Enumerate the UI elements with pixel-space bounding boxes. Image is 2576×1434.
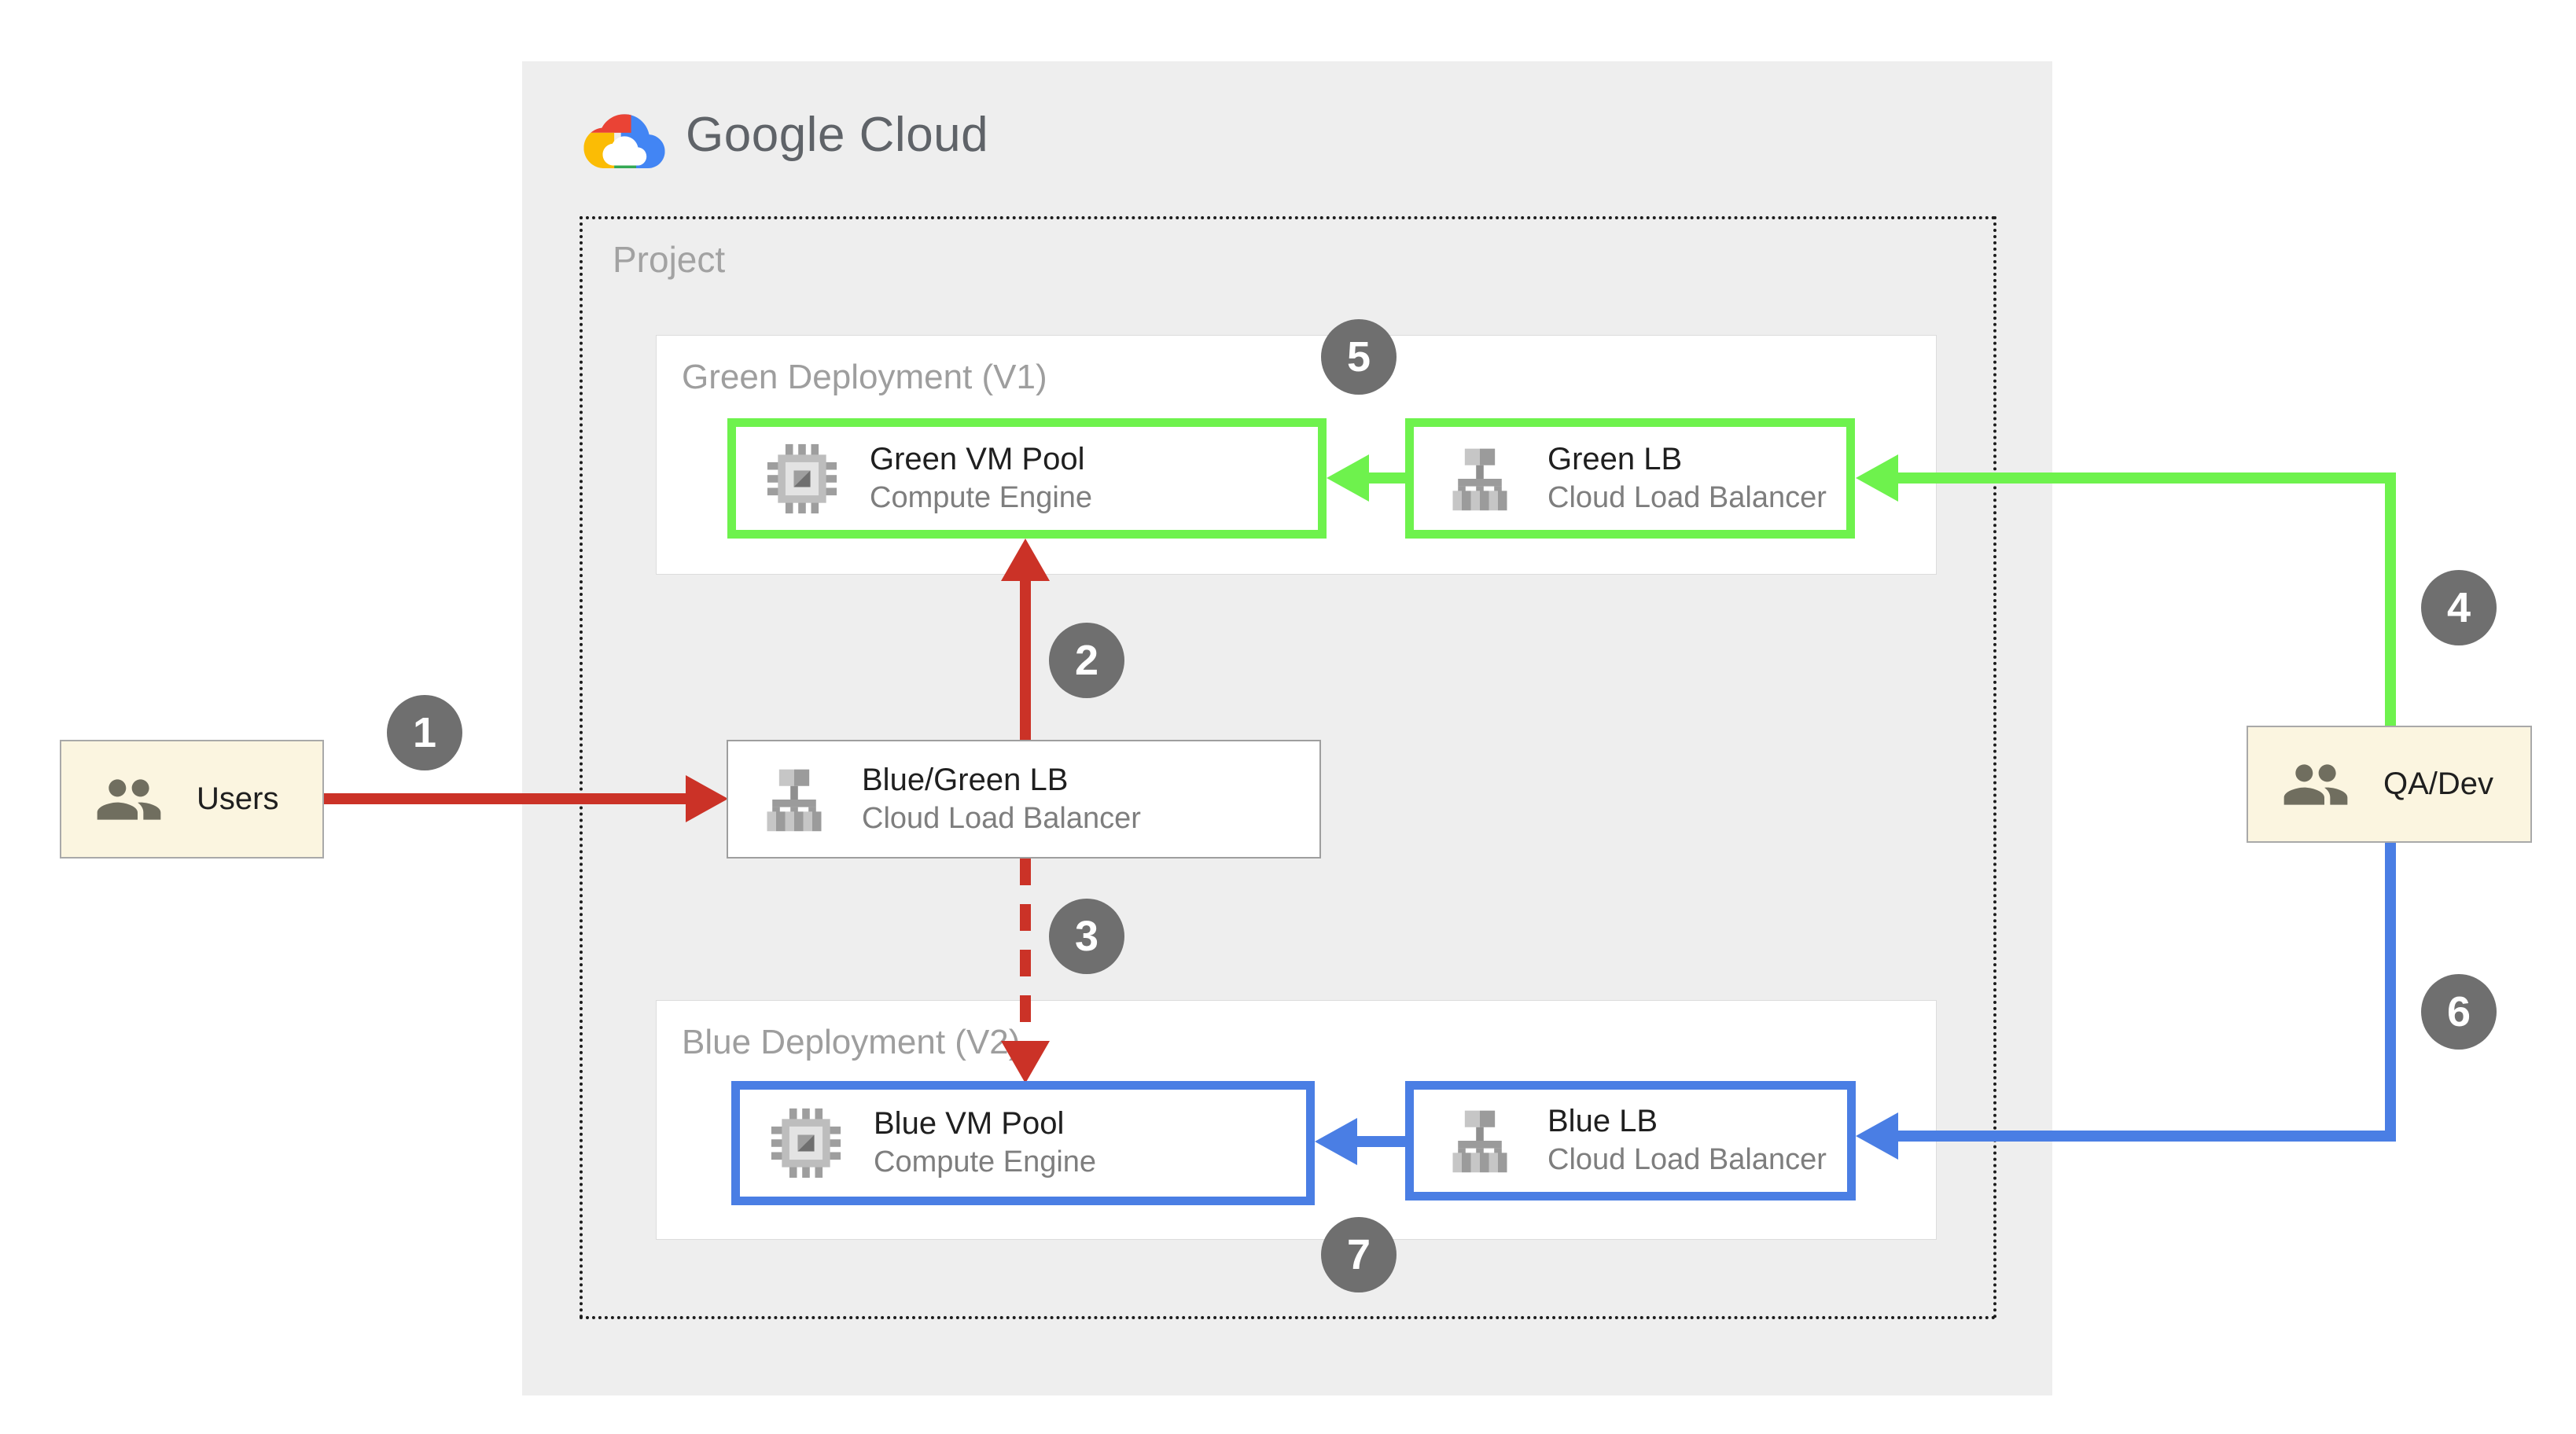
blue-deployment-label: Blue Deployment (V2): [682, 1023, 1021, 1061]
blue-lb-subtitle: Cloud Load Balancer: [1547, 1143, 1827, 1177]
step-badge-5: 5: [1321, 319, 1397, 395]
green-vm-pool-card: Green VM Pool Compute Engine: [727, 418, 1327, 539]
step-badge-4: 4: [2421, 570, 2497, 645]
logo-wordmark: Google Cloud: [686, 107, 989, 162]
compute-engine-icon: [766, 443, 838, 515]
blue-green-lb-card: Blue/Green LB Cloud Load Balancer: [727, 740, 1321, 859]
arrow-users-to-lb: [324, 793, 690, 804]
arrow-green-lb-to-vm: [1368, 472, 1405, 484]
green-deployment-label: Green Deployment (V1): [682, 358, 1047, 396]
google-cloud-cloud-icon: [583, 101, 665, 168]
blue-vm-pool-card: Blue VM Pool Compute Engine: [731, 1081, 1315, 1205]
arrowhead-blue-lb-to-vm: [1315, 1118, 1357, 1165]
load-balancer-icon: [1444, 1105, 1516, 1177]
blue-lb-card: Blue LB Cloud Load Balancer: [1405, 1081, 1856, 1201]
step-badge-3: 3: [1049, 899, 1124, 974]
step-badge-1: 1: [387, 695, 462, 770]
project-boundary: Project: [580, 216, 1996, 1319]
step-badge-2: 2: [1049, 623, 1124, 698]
step-badge-7: 7: [1321, 1217, 1397, 1292]
load-balancer-icon: [758, 763, 830, 836]
blue-vm-pool-title: Blue VM Pool: [874, 1106, 1065, 1142]
users-label: Users: [197, 781, 279, 816]
blue-lb-title: Blue LB: [1547, 1104, 1658, 1139]
arrowhead-users-to-lb: [686, 775, 728, 822]
qa-dev-box: QA/Dev: [2247, 726, 2532, 843]
project-label: Project: [613, 239, 726, 280]
arrowhead-qadev-to-green-lb: [1856, 454, 1898, 502]
compute-engine-icon: [770, 1107, 842, 1179]
green-lb-card: Green LB Cloud Load Balancer: [1405, 418, 1855, 539]
blue-green-lb-title: Blue/Green LB: [862, 762, 1069, 797]
blue-vm-pool-subtitle: Compute Engine: [874, 1145, 1097, 1179]
users-icon: [88, 765, 170, 834]
green-lb-subtitle: Cloud Load Balancer: [1547, 480, 1827, 514]
users-icon: [2275, 750, 2357, 819]
green-vm-pool-subtitle: Compute Engine: [870, 480, 1093, 514]
google-cloud-logo: Google Cloud: [583, 101, 988, 168]
load-balancer-icon: [1444, 443, 1516, 515]
arrowhead-lb-to-blue-vm: [1001, 1041, 1050, 1083]
arrowhead-lb-to-green-vm: [1001, 539, 1050, 581]
blue-green-lb-subtitle: Cloud Load Balancer: [862, 801, 1141, 835]
arrow-blue-lb-to-vm: [1356, 1136, 1405, 1147]
green-vm-pool-title: Green VM Pool: [870, 441, 1085, 476]
arrow-qadev-to-green-lb-v: [2385, 472, 2396, 726]
arrow-lb-to-blue-vm-dashed: [1020, 859, 1031, 1042]
arrow-qadev-to-blue-lb-v: [2385, 843, 2396, 1142]
green-lb-title: Green LB: [1547, 441, 1683, 476]
arrow-qadev-to-green-lb-h: [1897, 472, 2396, 484]
step-badge-6: 6: [2421, 974, 2497, 1050]
arrow-qadev-to-blue-lb-h: [1897, 1131, 2396, 1142]
arrowhead-green-lb-to-vm: [1327, 454, 1369, 502]
users-box: Users: [60, 740, 324, 859]
arrow-lb-to-green-vm: [1020, 577, 1031, 740]
arrowhead-qadev-to-blue-lb: [1856, 1112, 1898, 1160]
qa-dev-label: QA/Dev: [2383, 767, 2494, 801]
